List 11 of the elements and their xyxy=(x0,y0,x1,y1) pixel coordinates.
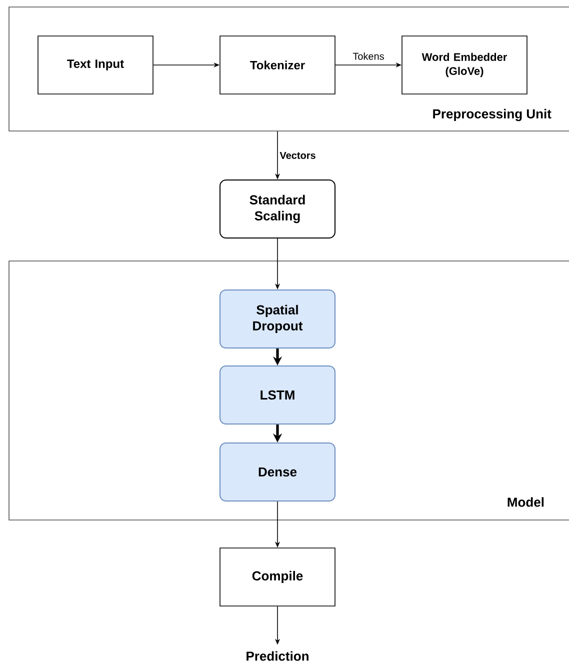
process-box: Word Embedder (GloVe) xyxy=(402,36,528,94)
edge-label: Vectors xyxy=(278,150,317,160)
layer-box: Dense xyxy=(220,442,336,502)
layer-box: LSTM xyxy=(220,366,336,424)
process-box: Text Input xyxy=(38,36,154,94)
process-box: Tokenizer xyxy=(220,36,336,94)
layer-box: Spatial Dropout xyxy=(220,290,336,348)
output-label: Prediction xyxy=(246,651,308,661)
process-box: Standard Scaling xyxy=(220,180,336,238)
process-box: Compile xyxy=(220,548,336,606)
edge-label: Tokens xyxy=(352,51,386,61)
